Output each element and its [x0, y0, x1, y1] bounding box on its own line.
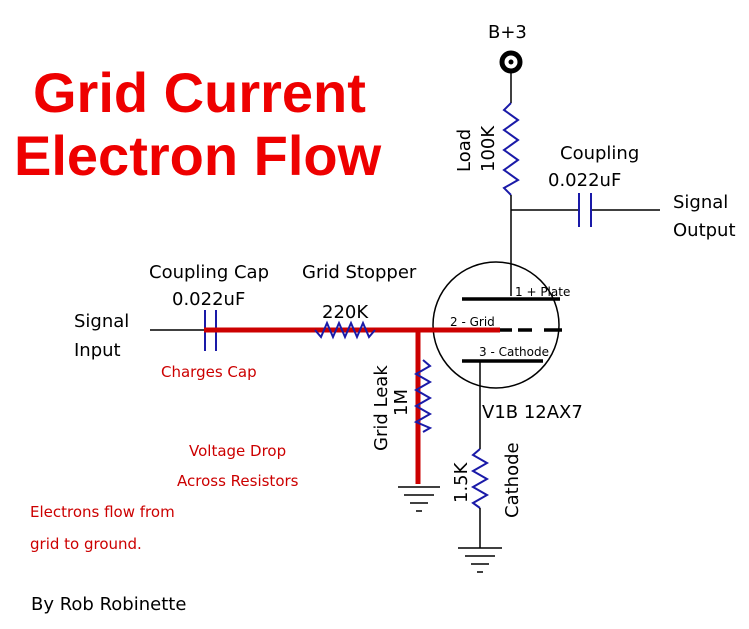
note-charges-cap: Charges Cap [161, 363, 257, 381]
load-resistor [502, 102, 520, 196]
cathode-resistor-name: Cathode [502, 442, 523, 518]
load-resistor-value: 100K [478, 125, 499, 172]
supply-terminal-dot [508, 59, 514, 65]
tube-envelope [432, 261, 560, 389]
note-electrons-2: grid to ground. [30, 535, 142, 553]
input-coupling-value: 0.022uF [172, 289, 245, 310]
cathode-label: 3 - Cathode [479, 345, 549, 359]
cathode-resistor-value: 1.5K [451, 461, 472, 503]
signal-input-line-2: Input [74, 340, 121, 361]
supply-terminal [499, 50, 523, 74]
note-electrons-1: Electrons flow from [30, 503, 175, 521]
grid-stopper-name: Grid Stopper [302, 262, 417, 283]
title-line-1: Grid Current [33, 61, 366, 124]
output-coupling-name: Coupling [560, 143, 639, 164]
signal-output-line-1: Signal [673, 192, 728, 213]
signal-output-line-2: Output [673, 220, 736, 241]
grid-ground-symbol [398, 486, 440, 512]
load-resistor-name: Load [454, 129, 475, 172]
supply-label: B+3 [488, 22, 527, 43]
note-voltage-drop-2: Across Resistors [177, 472, 299, 490]
cathode-resistor [470, 448, 490, 509]
grid-stopper-value: 220K [322, 302, 369, 323]
grid-leak-value: 1M [391, 389, 412, 416]
grid-stopper-resistor [314, 320, 376, 340]
grid-current-path [204, 327, 500, 484]
grid-leak-resistor [413, 359, 433, 433]
grid-label: 2 - Grid [450, 315, 495, 329]
tube-designation: V1B 12AX7 [482, 402, 583, 423]
author-credit: By Rob Robinette [31, 594, 186, 615]
input-coupling-name: Coupling Cap [149, 262, 269, 283]
signal-input-line-1: Signal [74, 311, 129, 332]
note-voltage-drop-1: Voltage Drop [189, 442, 286, 460]
output-coupling-value: 0.022uF [548, 170, 621, 191]
cathode-ground-symbol [458, 547, 502, 573]
title-line-2: Electron Flow [14, 124, 382, 187]
grid-leak-name: Grid Leak [371, 365, 392, 451]
plate-label: 1 + Plate [515, 285, 570, 299]
